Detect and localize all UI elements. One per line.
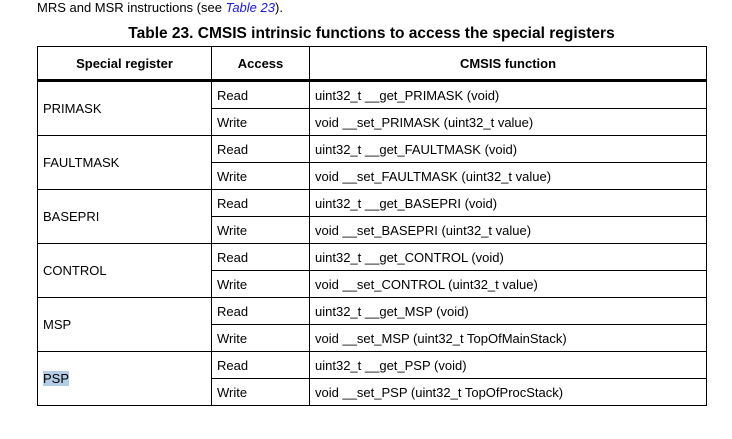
access-cell: Write <box>211 162 310 190</box>
register-name: PSP <box>43 371 70 386</box>
function-cell: uint32_t __get_FAULTMASK (void) <box>309 135 707 163</box>
register-cell: PSP <box>37 351 212 406</box>
access-cell: Read <box>211 297 310 325</box>
access-cell: Write <box>211 108 310 136</box>
header-cmsis-function: CMSIS function <box>309 46 707 82</box>
register-name: CONTROL <box>43 263 107 278</box>
function-cell: uint32_t __get_PRIMASK (void) <box>309 80 707 109</box>
table-row: PSP Read uint32_t __get_PSP (void) <box>37 351 707 406</box>
access-cell: Write <box>211 324 310 352</box>
table-row: Write void __set_FAULTMASK (uint32_t val… <box>38 162 707 190</box>
intro-prefix: MRS and MSR instructions (see <box>37 0 226 15</box>
function-cell: void __set_CONTROL (uint32_t value) <box>309 270 707 298</box>
header-access: Access <box>211 46 310 82</box>
register-cell: FAULTMASK <box>37 135 212 190</box>
register-name: PRIMASK <box>43 101 102 116</box>
access-cell: Read <box>211 135 310 163</box>
table-caption: Table 23. CMSIS intrinsic functions to a… <box>128 25 615 42</box>
function-cell: void __set_PRIMASK (uint32_t value) <box>309 108 707 136</box>
access-cell: Read <box>211 80 310 109</box>
register-cell: MSP <box>37 297 212 352</box>
table-row: CONTROL Read uint32_t __get_CONTROL (voi… <box>37 243 707 298</box>
function-cell: void __set_PSP (uint32_t TopOfProcStack) <box>309 378 707 406</box>
access-cell: Write <box>211 216 310 244</box>
function-cell: uint32_t __get_BASEPRI (void) <box>309 189 707 217</box>
function-cell: uint32_t __get_CONTROL (void) <box>309 243 707 271</box>
function-cell: void __set_FAULTMASK (uint32_t value) <box>309 162 707 190</box>
register-cell: PRIMASK <box>37 80 212 136</box>
register-name: FAULTMASK <box>43 155 120 170</box>
register-name: BASEPRI <box>43 209 100 224</box>
table-row: Write void __set_PSP (uint32_t TopOfProc… <box>38 378 707 406</box>
register-cell: CONTROL <box>37 243 212 298</box>
register-cell: BASEPRI <box>37 189 212 244</box>
access-cell: Read <box>211 243 310 271</box>
intro-suffix: ). <box>274 0 283 15</box>
access-cell: Read <box>211 189 310 217</box>
function-cell: uint32_t __get_MSP (void) <box>309 297 707 325</box>
intro-text: MRS and MSR instructions (see Table 23). <box>37 0 283 15</box>
access-cell: Read <box>211 351 310 379</box>
table-row: Write void __set_BASEPRI (uint32_t value… <box>38 216 707 244</box>
cmsis-table: Special register Access CMSIS function P… <box>37 46 707 406</box>
table-23-link[interactable]: Table 23 <box>225 0 275 15</box>
table-row: BASEPRI Read uint32_t __get_BASEPRI (voi… <box>37 189 707 244</box>
table-row: Write void __set_CONTROL (uint32_t value… <box>38 270 707 298</box>
function-cell: uint32_t __get_PSP (void) <box>309 351 707 379</box>
access-cell: Write <box>211 270 310 298</box>
table-row: Write void __set_PRIMASK (uint32_t value… <box>38 108 707 136</box>
table-row: MSP Read uint32_t __get_MSP (void) <box>37 297 707 352</box>
header-row: Special register Access CMSIS function <box>37 46 707 82</box>
access-cell: Write <box>211 378 310 406</box>
function-cell: void __set_MSP (uint32_t TopOfMainStack) <box>309 324 707 352</box>
register-name: MSP <box>43 317 72 332</box>
table-row: PRIMASK Read uint32_t __get_PRIMASK (voi… <box>37 80 707 136</box>
table-row: FAULTMASK Read uint32_t __get_FAULTMASK … <box>37 135 707 190</box>
function-cell: void __set_BASEPRI (uint32_t value) <box>309 216 707 244</box>
table-row: Write void __set_MSP (uint32_t TopOfMain… <box>38 324 707 352</box>
header-special-register: Special register <box>37 46 212 82</box>
